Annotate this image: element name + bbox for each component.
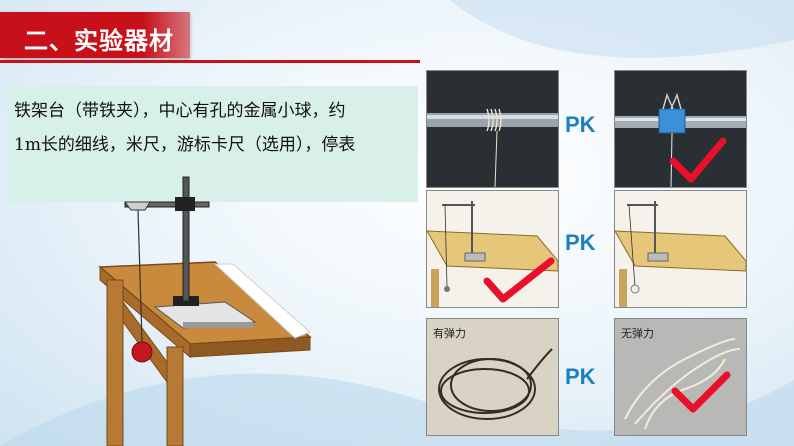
- materials-line-1: 铁架台（带铁夹），中心有孔的金属小球，约: [14, 101, 346, 121]
- materials-box: [8, 86, 418, 202]
- photo-elastic-cord: 有弹力: [426, 318, 559, 436]
- pk-label-row1: PK: [565, 112, 596, 137]
- photo-pendulum-setup-b: [614, 190, 747, 308]
- inelastic-thread-drawing: [624, 338, 741, 430]
- photo-inelastic-thread: 无弹力: [614, 318, 747, 436]
- elastic-label: 有弹力: [433, 327, 466, 340]
- title-banner: [0, 12, 190, 58]
- pk-label-row2: PK: [565, 230, 596, 255]
- checkmark-icon: [671, 371, 731, 413]
- photo-thread-wound-on-rod: [426, 70, 559, 188]
- section-title: 二、实验器材: [24, 27, 174, 55]
- elastic-cord-drawing: [438, 348, 553, 420]
- checkmark-icon: [669, 137, 727, 183]
- photo-binder-clip-on-rod: [614, 70, 747, 188]
- materials-line-2: 1m长的细线，米尺，游标卡尺（选用），停表: [14, 135, 356, 155]
- inelastic-label: 无弹力: [621, 327, 654, 340]
- pendulum-apparatus-illustration: [98, 176, 313, 446]
- checkmark-icon: [483, 257, 555, 303]
- photo-pendulum-setup-a: [426, 190, 559, 308]
- pk-label-row3: PK: [565, 364, 596, 389]
- materials-text: 铁架台（带铁夹），中心有孔的金属小球，约 1m长的细线，米尺，游标卡尺（选用），…: [14, 94, 414, 162]
- title-underline: [0, 60, 420, 63]
